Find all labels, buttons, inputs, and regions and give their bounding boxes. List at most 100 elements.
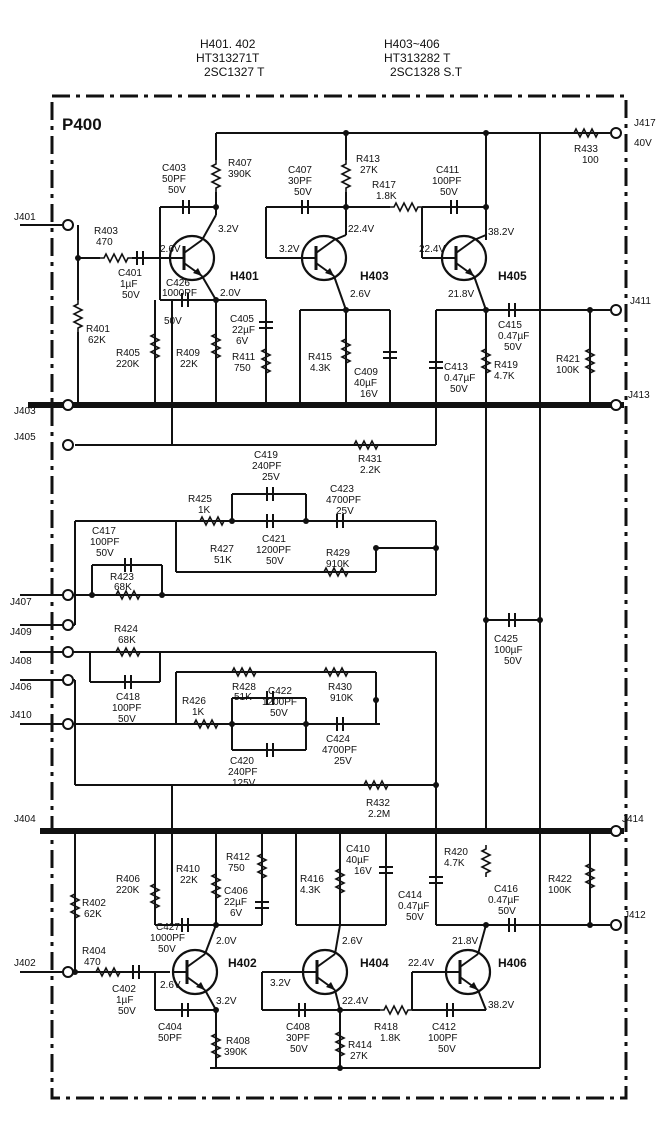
svg-text:C412: C412 [432, 1022, 456, 1033]
svg-text:50V: 50V [294, 187, 312, 198]
svg-text:50V: 50V [270, 708, 288, 719]
svg-text:4.7K: 4.7K [444, 858, 465, 869]
terminal-j408-label: J408 [10, 656, 32, 667]
voltage-h401-b: 2.6V [160, 244, 181, 255]
voltage-h406-b: 22.4V [408, 958, 434, 969]
svg-text:4700PF: 4700PF [326, 495, 361, 506]
voltage-h404-b: 3.2V [270, 978, 291, 989]
voltage-h402-e: 2.0V [216, 936, 237, 947]
svg-text:22K: 22K [180, 875, 198, 886]
board-label: P400 [62, 115, 102, 134]
svg-text:62K: 62K [88, 335, 106, 346]
svg-text:470: 470 [84, 957, 101, 968]
svg-text:50V: 50V [438, 1044, 456, 1055]
voltage-h405-b: 22.4V [419, 244, 445, 255]
terminal-j402-label: J402 [14, 958, 36, 969]
terminal-j410-label: J410 [10, 710, 32, 721]
svg-text:R406: R406 [116, 874, 140, 885]
svg-text:C411: C411 [436, 165, 460, 176]
svg-text:50V: 50V [118, 714, 136, 725]
voltage-h404-e: 2.6V [342, 936, 363, 947]
svg-text:220K: 220K [116, 885, 140, 896]
terminal-j403-label: J403 [14, 406, 36, 417]
svg-text:16V: 16V [360, 389, 378, 400]
svg-text:62K: 62K [84, 909, 102, 920]
svg-text:1000PF: 1000PF [150, 933, 185, 944]
transistor-h403 [300, 234, 348, 282]
svg-text:50V: 50V [440, 187, 458, 198]
terminal-j412-label: J412 [624, 910, 646, 921]
voltage-h405-e: 21.8V [448, 289, 474, 300]
svg-text:R408: R408 [226, 1036, 250, 1047]
svg-text:6V: 6V [236, 336, 249, 347]
svg-text:1K: 1K [192, 707, 205, 718]
svg-text:R401: R401 [86, 324, 110, 335]
terminal-j407-label: J407 [10, 597, 32, 608]
terminal-j411-label: J411 [630, 296, 651, 307]
svg-text:125V: 125V [232, 778, 256, 789]
svg-text:R403: R403 [94, 226, 118, 237]
svg-text:750: 750 [234, 363, 251, 374]
svg-text:1000PF: 1000PF [162, 288, 197, 299]
terminal-j401-label: J401 [14, 212, 36, 223]
svg-text:C408: C408 [286, 1022, 310, 1033]
svg-text:1µF: 1µF [116, 995, 133, 1006]
svg-text:100PF: 100PF [432, 176, 461, 187]
svg-text:C409: C409 [354, 367, 378, 378]
svg-text:1200PF: 1200PF [262, 697, 297, 708]
svg-text:22µF: 22µF [224, 897, 247, 908]
svg-text:4.7K: 4.7K [494, 371, 515, 382]
svg-text:C425: C425 [494, 634, 518, 645]
svg-text:750: 750 [228, 863, 245, 874]
terminal-j404-label: J404 [14, 814, 36, 825]
svg-text:100PF: 100PF [112, 703, 141, 714]
board-outline [50, 94, 628, 1100]
terminals [62, 127, 622, 978]
svg-text:R422: R422 [548, 874, 572, 885]
svg-text:C427: C427 [156, 922, 180, 933]
svg-text:240PF: 240PF [252, 461, 281, 472]
header-right-line1: H403~406 [384, 37, 440, 51]
svg-text:R432: R432 [366, 798, 390, 809]
svg-text:C403: C403 [162, 163, 186, 174]
svg-text:R427: R427 [210, 544, 234, 555]
svg-text:R411: R411 [232, 352, 256, 363]
svg-text:R405: R405 [116, 348, 140, 359]
svg-text:1.8K: 1.8K [380, 1033, 401, 1044]
svg-text:C401: C401 [118, 268, 142, 279]
svg-text:40µF: 40µF [354, 378, 377, 389]
svg-text:R410: R410 [176, 864, 200, 875]
svg-text:R429: R429 [326, 548, 350, 559]
svg-text:2.2K: 2.2K [360, 465, 381, 476]
svg-text:C414: C414 [398, 890, 422, 901]
svg-text:22µF: 22µF [232, 325, 255, 336]
svg-text:1.8K: 1.8K [376, 191, 397, 202]
svg-text:4700PF: 4700PF [322, 745, 357, 756]
svg-text:4.3K: 4.3K [300, 885, 321, 896]
voltage-h405-c: 38.2V [488, 227, 514, 238]
transistor-h405 [440, 234, 488, 282]
